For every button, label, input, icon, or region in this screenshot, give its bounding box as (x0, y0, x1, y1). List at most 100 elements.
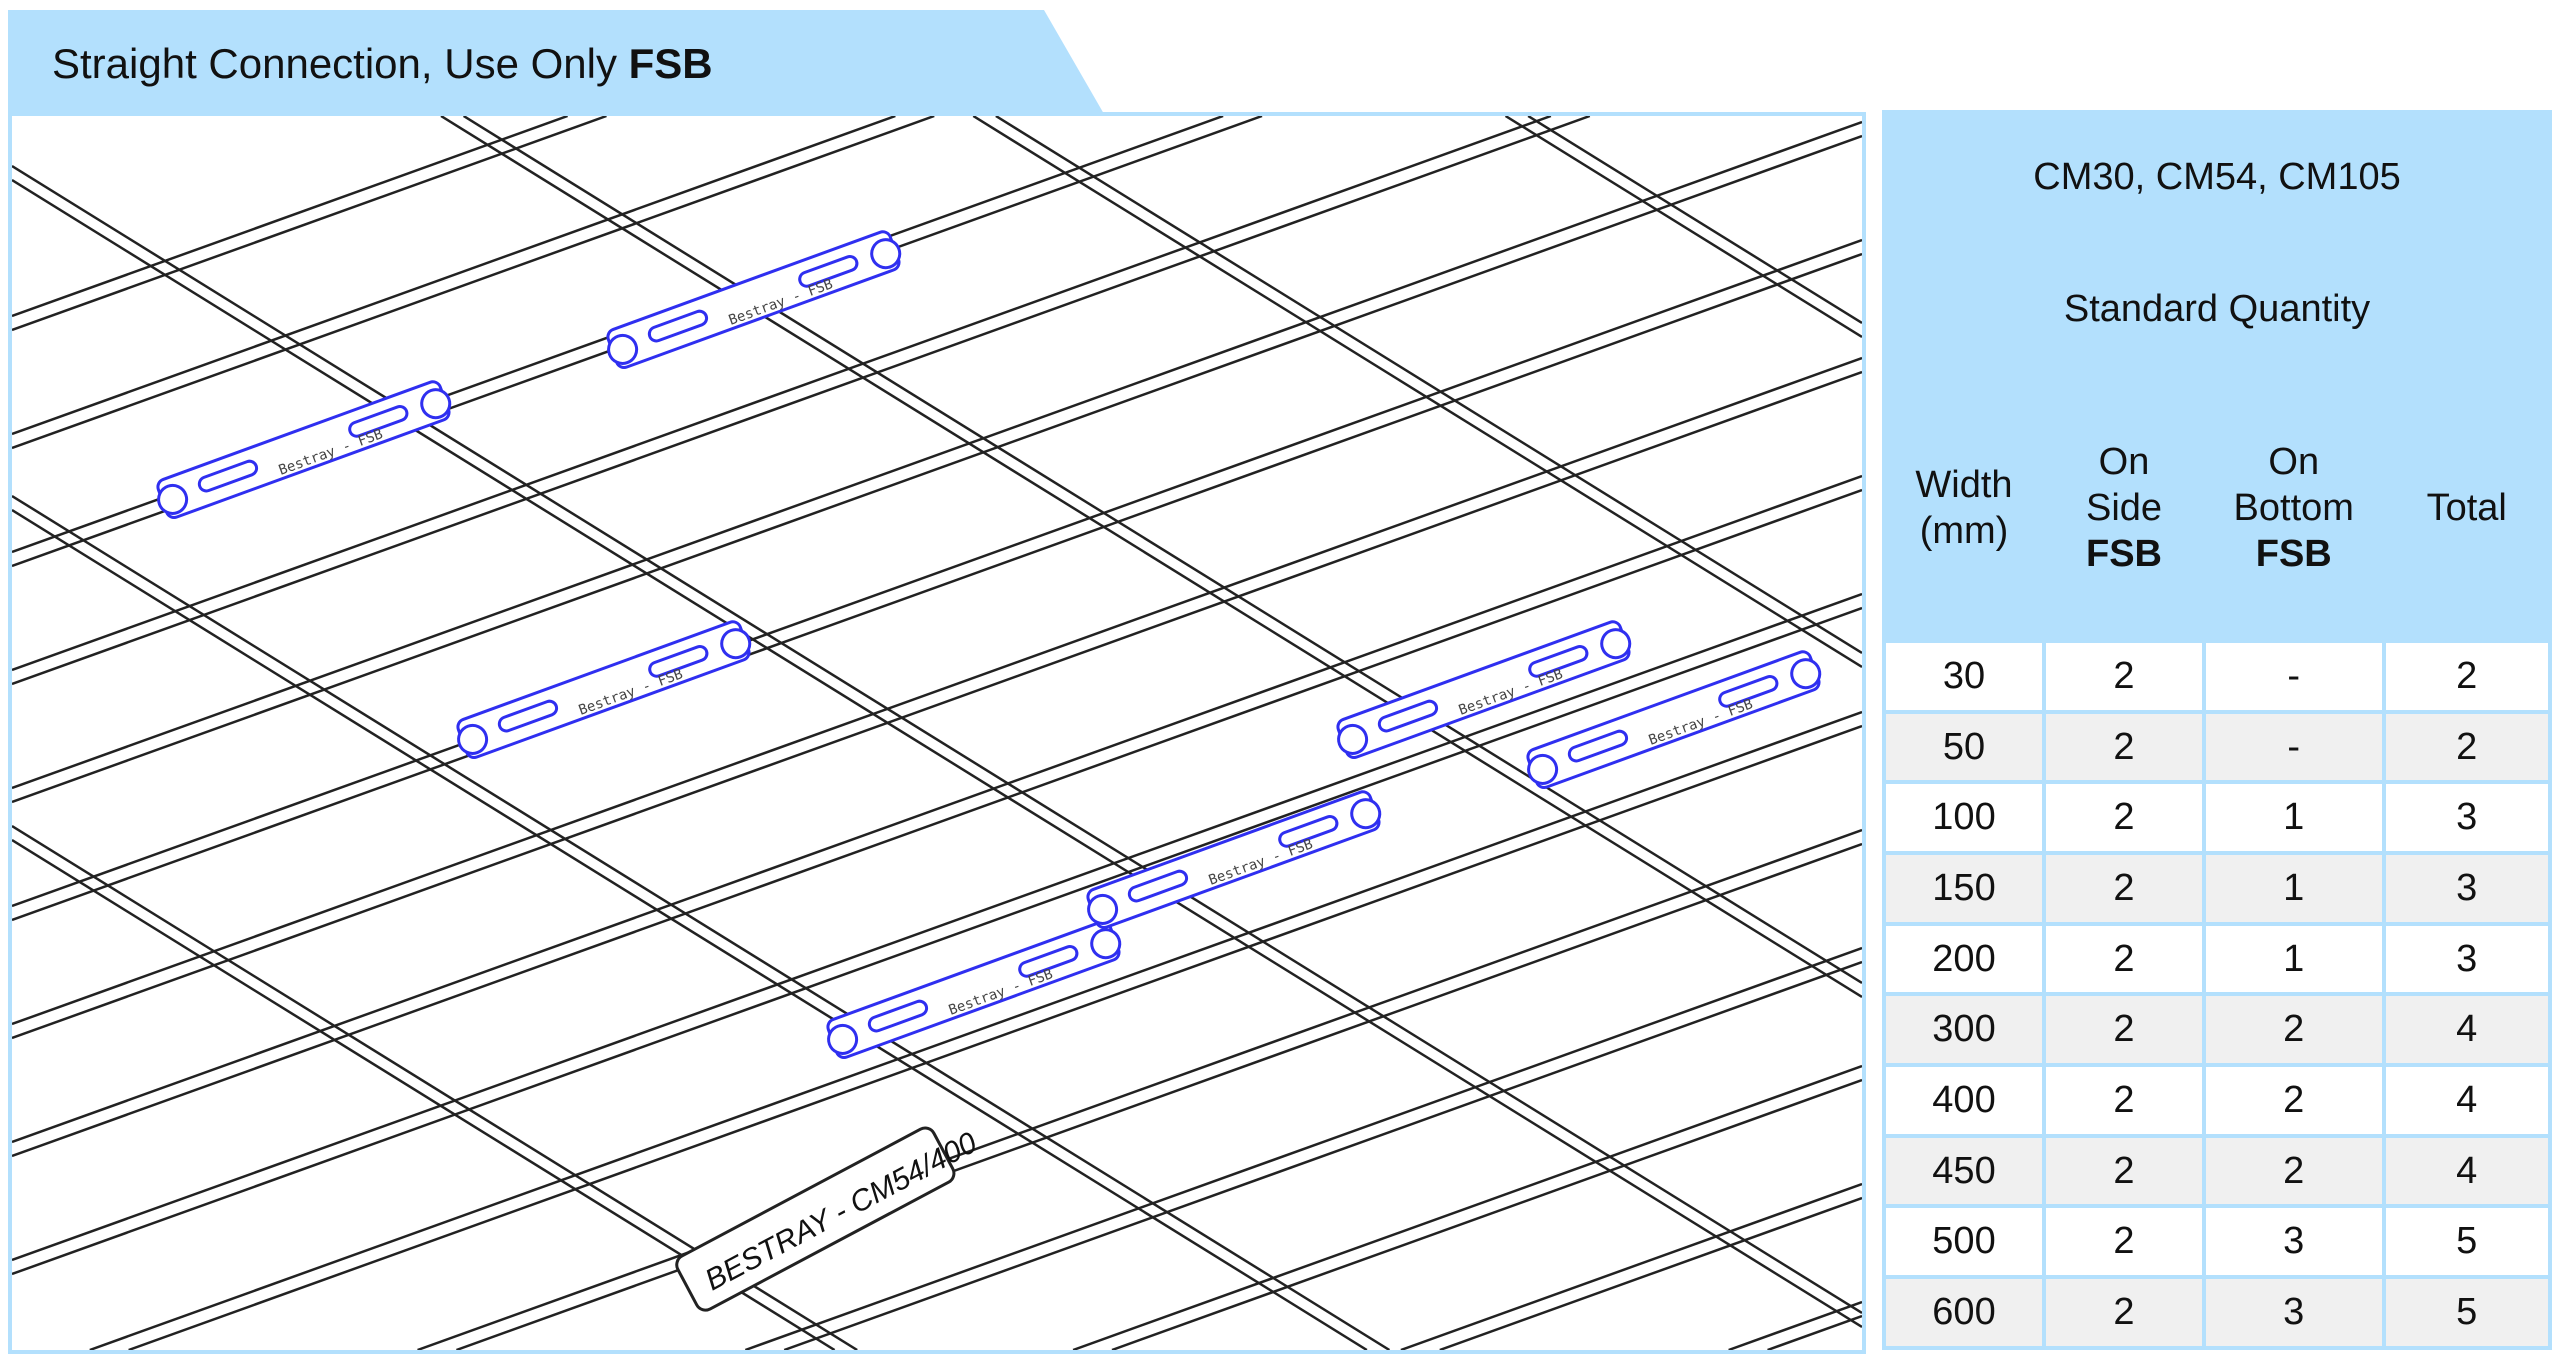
table-cell: 2 (2046, 925, 2202, 993)
cross-wire (12, 508, 1368, 1350)
section-title: Straight Connection, Use Only FSB (52, 40, 713, 88)
diagram-panel: Bestray - FSB Bestray - FSB Bestray - FSB B… (8, 112, 1866, 1354)
cross-wire (440, 116, 1862, 999)
cross-wire (1504, 116, 1862, 339)
table-cell: 1 (2206, 855, 2382, 922)
table-cell: 3 (2206, 1279, 2382, 1346)
fsb-connector: Bestray - FSB (456, 620, 752, 760)
table-cell: 3 (2385, 784, 2548, 852)
longitudinal-wire (89, 710, 1862, 1350)
longitudinal-wire (1400, 1182, 1862, 1350)
table-cell: 2 (2046, 1067, 2202, 1134)
column-header: Width(mm) (1886, 377, 2042, 639)
table-cell: 200 (1886, 925, 2042, 993)
longitudinal-wire (12, 116, 935, 450)
longitudinal-wire (12, 116, 568, 318)
header-fsb: FSB (2086, 533, 2162, 576)
longitudinal-wire (12, 606, 1862, 1276)
cross-wire (12, 164, 1862, 1315)
longitudinal-wire (1439, 1196, 1862, 1350)
table-cell: 2 (2206, 996, 2382, 1064)
table-cell: 2 (2046, 1279, 2202, 1346)
section-heading: Standard Quantity (1886, 245, 2548, 374)
longitudinal-wire (12, 474, 1862, 1144)
longitudinal-wire (12, 116, 1552, 672)
cross-wire (995, 116, 1862, 655)
table-cell: 2 (2046, 996, 2202, 1064)
table-cell: 100 (1886, 784, 2042, 852)
table-cell: 5 (2385, 1208, 2548, 1276)
table-cell: 30 (1886, 642, 2042, 710)
longitudinal-wire (1111, 1078, 1862, 1350)
fsb-connector: Bestray - FSB (826, 920, 1122, 1060)
table-cell: 150 (1886, 855, 2042, 922)
longitudinal-wire (12, 134, 1862, 804)
table-cell: 2 (2206, 1137, 2382, 1205)
table-cell: 600 (1886, 1279, 2042, 1346)
table-cell: 300 (1886, 996, 2042, 1064)
fsb-connector: Bestray - FSB (606, 230, 902, 370)
table-cell: 2 (2046, 713, 2202, 781)
header-line1: Width (1915, 464, 2013, 507)
header-line1: On (2098, 441, 2150, 484)
table-cell: 1 (2206, 784, 2382, 852)
longitudinal-wire (12, 356, 1862, 1026)
product-label-text: BESTRAY - CM54/400 (700, 1126, 983, 1297)
longitudinal-wire (1728, 1300, 1862, 1350)
longitudinal-wire (12, 238, 1862, 908)
cross-wire (972, 116, 1862, 669)
header-fsb: FSB (2255, 533, 2332, 576)
longitudinal-wire (12, 488, 1862, 1158)
table-cell: 4 (2385, 1137, 2548, 1205)
fsb-connector: Bestray - FSB (1336, 620, 1632, 760)
longitudinal-wire (128, 724, 1862, 1350)
table-cell: 2 (2385, 642, 2548, 710)
cross-wire (462, 116, 1862, 985)
longitudinal-wire (12, 116, 1591, 686)
title-bold: FSB (628, 40, 713, 87)
cable-tray-drawing: Bestray - FSB Bestray - FSB Bestray - FSB B… (12, 116, 1862, 1350)
title-text: Straight Connection, Use Only (52, 40, 617, 87)
longitudinal-wire (1767, 1314, 1862, 1350)
longitudinal-wire (1072, 1064, 1862, 1350)
header-line1: Total (2426, 487, 2507, 530)
quantity-table: CM30, CM54, CM105 Standard Quantity Widt… (1882, 110, 2552, 1350)
section-tab: Straight Connection, Use Only FSB (8, 10, 1108, 114)
longitudinal-wire (12, 116, 607, 332)
table-cell: 450 (1886, 1137, 2042, 1205)
longitudinal-wire (12, 370, 1862, 1040)
table-cell: 4 (2385, 1067, 2548, 1134)
table-cell: 3 (2206, 1208, 2382, 1276)
longitudinal-wire (744, 946, 1862, 1350)
longitudinal-wire (783, 960, 1862, 1350)
table-cell: 5 (2385, 1279, 2548, 1346)
header-line2: (mm) (1919, 510, 2009, 553)
header-line2: Bottom (2233, 487, 2354, 530)
table-cell: 3 (2385, 925, 2548, 993)
table-cell: 50 (1886, 713, 2042, 781)
product-label-tag: BESTRAY - CM54/400 (675, 1126, 983, 1312)
table-cell: 3 (2385, 855, 2548, 922)
table-cell: - (2206, 642, 2382, 710)
column-header: Total (2385, 377, 2548, 639)
table-cell: 1 (2206, 925, 2382, 993)
tab-shape (8, 10, 1104, 114)
table-cell: 2 (2206, 1067, 2382, 1134)
table-cell: 2 (2046, 855, 2202, 922)
header-line1: On (2268, 441, 2320, 484)
longitudinal-wire (12, 116, 896, 436)
table-cell: 500 (1886, 1208, 2042, 1276)
longitudinal-wire (12, 592, 1862, 1262)
